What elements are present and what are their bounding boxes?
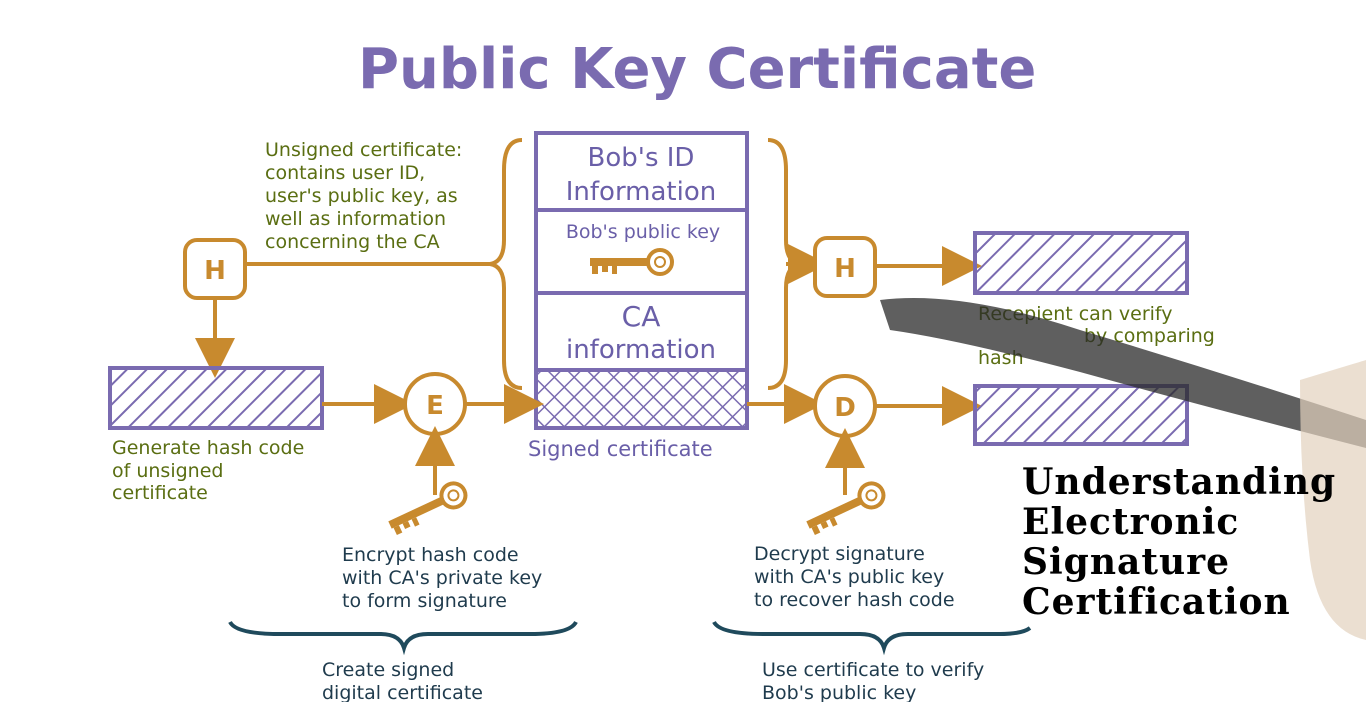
pointer-pen — [880, 298, 1366, 640]
hash-node-right-label: H — [834, 254, 856, 284]
cert-id-line1: Bob's ID — [588, 143, 695, 173]
use-group-label: Use certificate to verify Bob's public k… — [762, 659, 984, 702]
page-title: Public Key Certificate — [358, 37, 1036, 102]
svg-text:to form signature: to form signature — [342, 590, 507, 612]
svg-text:certificate: certificate — [112, 482, 208, 504]
svg-text:with CA's private key: with CA's private key — [342, 567, 542, 589]
use-brace — [712, 620, 1032, 656]
cert-signature-box — [534, 368, 749, 430]
ca-private-key-icon — [382, 477, 472, 538]
svg-text:digital certificate: digital certificate — [322, 682, 483, 702]
hash-code-box-bottom-right — [973, 384, 1189, 446]
svg-text:of unsigned: of unsigned — [112, 460, 223, 482]
signed-certificate-caption: Signed certificate — [528, 437, 713, 461]
svg-text:Generate hash code: Generate hash code — [112, 437, 304, 459]
decrypt-node-label: D — [834, 393, 856, 423]
svg-text:contains user ID,: contains user ID, — [265, 162, 425, 184]
title-overlay: Understanding Electronic Signature Certi… — [1022, 462, 1366, 622]
svg-text:with CA's public key: with CA's public key — [754, 566, 944, 588]
left-brace — [489, 138, 523, 390]
encrypt-node-label: E — [426, 391, 444, 421]
svg-text:concerning the CA: concerning the CA — [265, 231, 440, 253]
svg-text:Unsigned certificate:: Unsigned certificate: — [265, 139, 462, 161]
svg-text:Bob's public key: Bob's public key — [762, 682, 916, 702]
decrypt-note: Decrypt signature with CA's public key t… — [754, 543, 955, 611]
certificate-stack: Bob's ID Information Bob's public key CA… — [528, 131, 749, 461]
unsigned-certificate-note: Unsigned certificate: contains user ID, … — [265, 139, 462, 253]
svg-text:Use certificate to verify: Use certificate to verify — [762, 659, 984, 681]
cert-ca-line1: CA — [622, 300, 661, 333]
cert-id-box — [534, 131, 749, 212]
cert-ca-line2: information — [566, 335, 716, 365]
svg-text:well as information: well as information — [265, 208, 446, 230]
create-group-label: Create signed digital certificate — [322, 659, 483, 702]
svg-text:Create signed: Create signed — [322, 659, 454, 681]
overlay-line: Signature — [1022, 541, 1231, 583]
overlay-line: Electronic — [1022, 501, 1240, 543]
cert-id-line2: Information — [566, 177, 717, 207]
svg-text:user's public key, as: user's public key, as — [265, 185, 458, 207]
generate-hash-note: Generate hash code of unsigned certifica… — [112, 437, 304, 504]
svg-text:to recover hash code: to recover hash code — [754, 589, 955, 611]
encrypt-note: Encrypt hash code with CA's private key … — [342, 544, 542, 612]
hash-node-left-label: H — [204, 256, 226, 286]
create-brace — [228, 620, 578, 656]
svg-text:Decrypt signature: Decrypt signature — [754, 543, 925, 565]
cert-public-key-label: Bob's public key — [566, 221, 720, 243]
overlay-line: Understanding — [1022, 461, 1337, 503]
overlay-line: Certification — [1022, 581, 1291, 623]
svg-text:Encrypt hash code: Encrypt hash code — [342, 544, 519, 566]
hash-code-box-top-right — [973, 231, 1189, 295]
hash-code-box-left — [108, 366, 324, 430]
